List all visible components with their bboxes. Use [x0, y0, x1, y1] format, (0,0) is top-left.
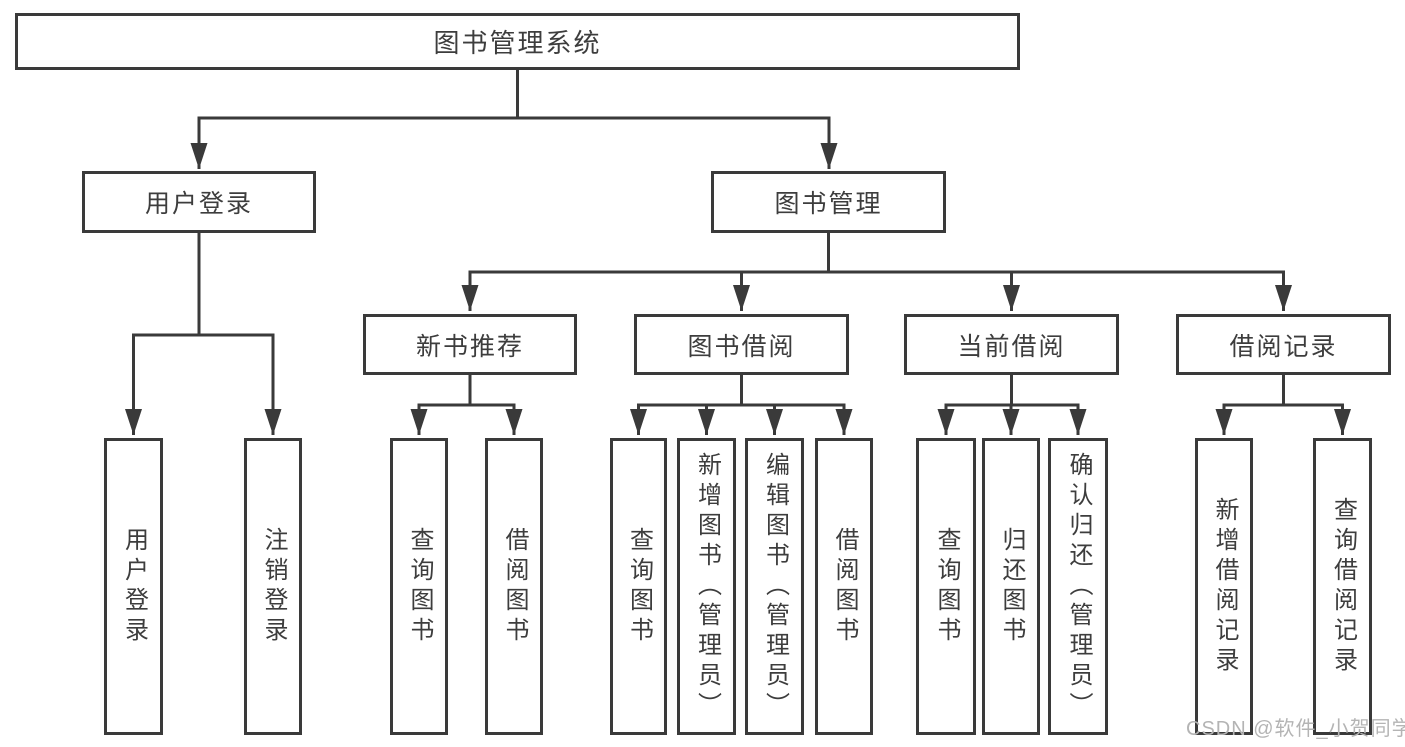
leaf-edit-books-admin: 编辑图书（管理员）: [745, 438, 804, 735]
leaf-label: 查询图书: [625, 526, 653, 647]
leaf-label: 编辑图书（管理员）: [761, 451, 789, 722]
leaf-add-borrow-record: 新增借阅记录: [1195, 438, 1253, 735]
leaf-borrow-books: 借阅图书: [815, 438, 873, 735]
leaf-label: 借阅图书: [501, 526, 528, 647]
leaf-label: 注销登录: [260, 526, 287, 647]
leaf-label: 用户登录: [120, 526, 148, 647]
node-borrowing-records: 借阅记录: [1176, 314, 1391, 375]
leaf-label: 查询借阅记录: [1329, 496, 1357, 677]
leaf-query-books-borrow: 查询图书: [610, 438, 667, 735]
node-book-borrowing: 图书借阅: [634, 314, 849, 375]
leaf-query-books-current: 查询图书: [916, 438, 976, 735]
leaf-confirm-return-admin: 确认归还（管理员）: [1048, 438, 1108, 735]
leaf-label: 归还图书: [998, 526, 1025, 647]
leaf-return-books: 归还图书: [982, 438, 1040, 735]
leaf-label: 查询图书: [406, 526, 433, 647]
leaf-label: 查询图书: [933, 526, 960, 647]
leaf-label: 新增图书（管理员）: [693, 451, 721, 722]
leaf-label: 新增借阅记录: [1211, 496, 1238, 677]
node-new-book-recommendation: 新书推荐: [363, 314, 577, 375]
leaf-logout-login: 注销登录: [244, 438, 302, 735]
watermark: CSDN @软件_小贺同学: [1186, 718, 1405, 740]
leaf-query-books-recommend: 查询图书: [390, 438, 448, 735]
leaf-add-books-admin: 新增图书（管理员）: [677, 438, 736, 735]
leaf-label: 确认归还（管理员）: [1065, 451, 1092, 722]
leaf-label: 借阅图书: [831, 526, 858, 647]
leaf-borrow-books-recommend: 借阅图书: [485, 438, 543, 735]
node-library-management-system: 图书管理系统: [15, 13, 1020, 70]
node-current-borrowing: 当前借阅: [904, 314, 1119, 375]
leaf-query-borrow-record: 查询借阅记录: [1313, 438, 1372, 735]
node-user-login: 用户登录: [82, 171, 316, 233]
node-book-management: 图书管理: [711, 171, 946, 233]
leaf-user-login: 用户登录: [104, 438, 163, 735]
